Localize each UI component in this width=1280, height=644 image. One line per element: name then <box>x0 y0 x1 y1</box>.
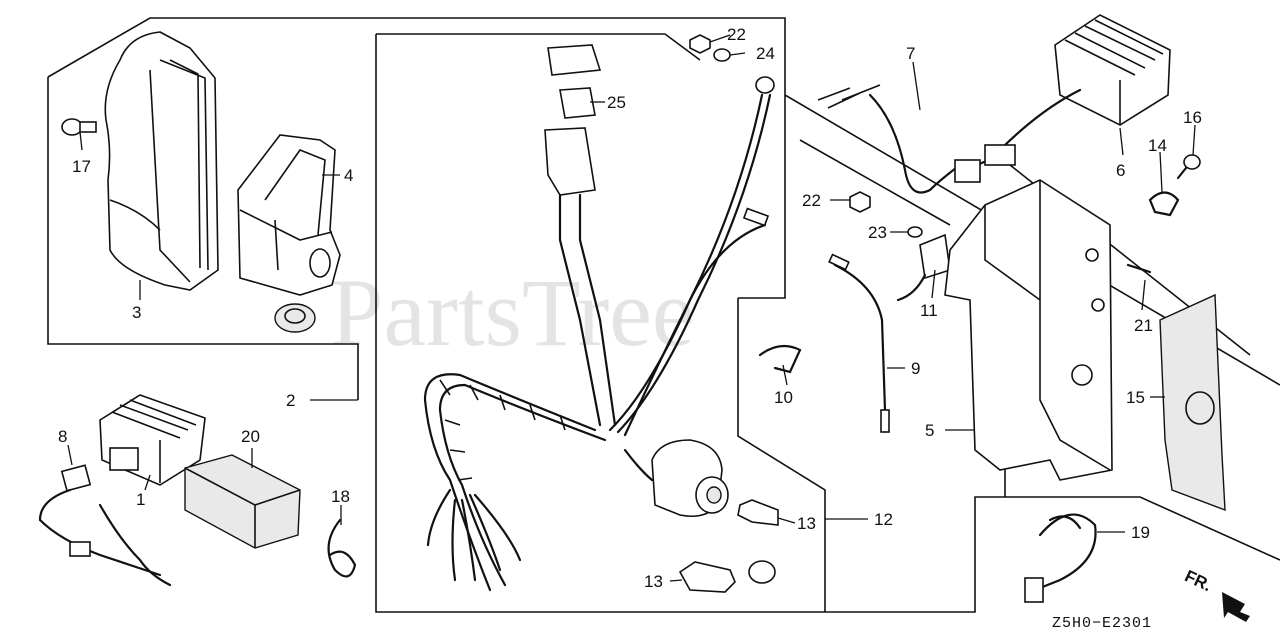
fuse-holder-cap[interactable] <box>547 44 602 76</box>
callout-6[interactable]: 6 <box>1116 161 1125 180</box>
callout-9[interactable]: 9 <box>911 359 920 378</box>
grommet[interactable] <box>274 303 316 333</box>
part-11-connector[interactable] <box>896 233 951 302</box>
callout-19[interactable]: 19 <box>1131 523 1150 542</box>
part-19-band[interactable] <box>1024 513 1097 603</box>
callout-11[interactable]: 11 <box>920 301 938 320</box>
small-lead[interactable] <box>623 207 770 437</box>
callout-24[interactable]: 24 <box>756 44 775 63</box>
callout-5[interactable]: 5 <box>925 421 934 440</box>
callout-20[interactable]: 20 <box>241 427 260 446</box>
part-21-screw[interactable] <box>1126 263 1152 274</box>
part-15-gasket[interactable] <box>1159 293 1226 512</box>
callout-4[interactable]: 4 <box>344 166 353 185</box>
callout-15[interactable]: 15 <box>1126 388 1145 407</box>
callout-1[interactable]: 1 <box>136 490 145 509</box>
callout-22b[interactable]: 22 <box>802 191 821 210</box>
part-4-bracket[interactable] <box>237 134 341 296</box>
part-18-clip[interactable] <box>327 518 357 578</box>
part-13-key-a[interactable] <box>737 499 779 526</box>
part-3-cover[interactable] <box>104 31 219 291</box>
part-10-clamp[interactable] <box>758 344 802 374</box>
part-5-control-box[interactable] <box>944 179 1113 481</box>
part-14-clamp[interactable] <box>1148 191 1180 217</box>
callout-14[interactable]: 14 <box>1148 136 1167 155</box>
callout-25[interactable]: 25 <box>607 93 626 112</box>
part-7-harness[interactable] <box>817 84 1082 194</box>
callout-21[interactable]: 21 <box>1134 316 1153 335</box>
callout-16[interactable]: 16 <box>1183 108 1202 127</box>
callout-23[interactable]: 23 <box>868 223 887 242</box>
leader-lines <box>67 34 1196 582</box>
callout-18[interactable]: 18 <box>331 487 350 506</box>
part-2-main-harness[interactable] <box>423 373 607 592</box>
o-ring[interactable] <box>748 560 776 584</box>
callout-3[interactable]: 3 <box>132 303 141 322</box>
callout-7[interactable]: 7 <box>906 44 915 63</box>
part-23-washer[interactable] <box>907 226 923 238</box>
watermark: PartsTree <box>330 259 694 366</box>
callouts: 1 2 3 4 5 6 7 8 9 10 11 12 13 13 14 15 1… <box>58 25 1202 591</box>
part-6-rectifier[interactable] <box>1054 14 1171 126</box>
callout-22a[interactable]: 22 <box>727 25 746 44</box>
part-24-washer[interactable] <box>713 48 731 62</box>
drawing-code: Z5H0−E2301 <box>1052 615 1152 632</box>
callout-13b[interactable]: 13 <box>644 572 663 591</box>
front-direction-arrow-icon <box>1222 592 1250 622</box>
part-22-nut-mid[interactable] <box>849 191 871 213</box>
callout-10[interactable]: 10 <box>774 388 793 407</box>
part-22-nut-top[interactable] <box>689 34 711 54</box>
callout-13a[interactable]: 13 <box>797 514 816 533</box>
callout-8[interactable]: 8 <box>58 427 67 446</box>
part-1-rectifier[interactable] <box>99 394 206 486</box>
part-17-screw[interactable] <box>61 118 97 136</box>
callout-17[interactable]: 17 <box>72 157 91 176</box>
direction-label: FR. <box>1182 566 1215 595</box>
part-16-bolt[interactable] <box>1176 154 1201 180</box>
part-25-fuse[interactable] <box>559 87 596 119</box>
battery-lead[interactable] <box>608 76 775 434</box>
part-9-lead[interactable] <box>828 253 890 433</box>
part-12-key-switch[interactable] <box>623 439 729 518</box>
callout-12[interactable]: 12 <box>874 510 893 529</box>
part-13-key-b[interactable] <box>678 561 736 593</box>
fuse-holder-connector[interactable] <box>544 127 617 427</box>
callout-2[interactable]: 2 <box>286 391 295 410</box>
part-8-harness[interactable] <box>38 464 172 587</box>
part-20-pad[interactable] <box>184 454 301 549</box>
